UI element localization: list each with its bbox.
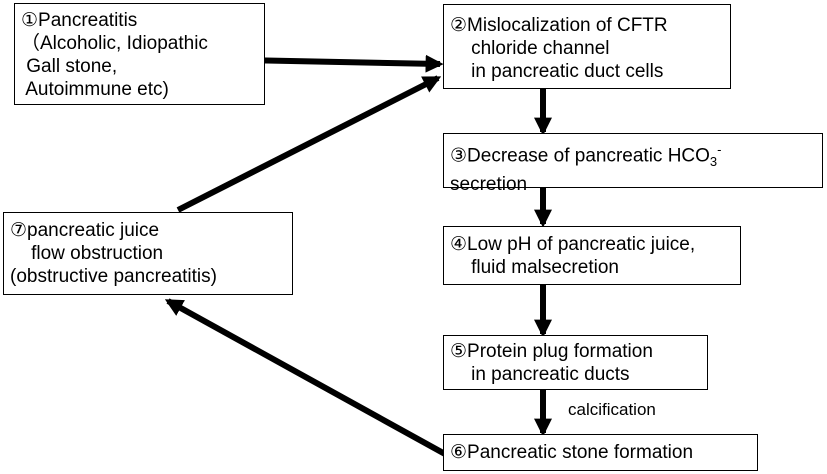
box-4-line-2: fluid malsecretion xyxy=(450,257,619,278)
box-7-line-2: flow obstruction xyxy=(10,243,164,264)
box-3-line-1: ③Decrease of pancreatic HCO3- xyxy=(450,138,816,173)
box-2-line-3: in pancreatic duct cells xyxy=(450,61,664,82)
box-5-line-2: in pancreatic ducts xyxy=(450,364,630,385)
box-hco3-decrease: ③Decrease of pancreatic HCO3- secretion xyxy=(443,133,823,195)
box-6-line-1: ⑥Pancreatic stone formation xyxy=(450,442,694,463)
box-3-superscript: - xyxy=(717,142,722,157)
box-1-line-3: Gall stone, xyxy=(21,56,118,77)
box-cftr-mislocalization: ②Mislocalization of CFTR chloride channe… xyxy=(443,4,731,89)
box-juice-flow-obstruction: ⑦pancreatic juice flow obstruction (obst… xyxy=(3,212,293,295)
arrow-7-to-2 xyxy=(176,75,442,213)
box-protein-plug: ⑤Protein plug formation in pancreatic du… xyxy=(443,335,708,390)
box-pancreatic-stone: ⑥Pancreatic stone formation xyxy=(443,434,758,471)
box-3-subscript: 3 xyxy=(709,154,718,170)
box-1-line-4: Autoimmune etc) xyxy=(21,79,169,100)
box-3-text: ③Decrease of pancreatic HCO xyxy=(450,145,710,167)
arrow-6-to-7 xyxy=(164,298,447,457)
box-2-line-2: chloride channel xyxy=(450,38,610,59)
box-low-ph: ④Low pH of pancreatic juice, fluid malse… xyxy=(443,226,741,285)
box-5-line-1: ⑤Protein plug formation xyxy=(450,341,653,362)
box-7-line-3: (obstructive pancreatitis) xyxy=(10,266,217,287)
box-pancreatitis: ①Pancreatitis （Alcoholic, Idiopathic Gal… xyxy=(14,3,265,105)
edge-label-calcification: calcification xyxy=(568,400,656,419)
box-1-line-2: （Alcoholic, Idiopathic xyxy=(21,33,208,54)
box-1-line-1: ①Pancreatitis xyxy=(21,10,138,31)
box-7-line-1: ⑦pancreatic juice xyxy=(10,220,160,241)
box-4-line-1: ④Low pH of pancreatic juice, xyxy=(450,234,696,255)
box-3-line-2: secretion xyxy=(450,174,528,196)
box-2-line-1: ②Mislocalization of CFTR xyxy=(450,15,668,36)
arrow-1-to-2 xyxy=(239,54,444,73)
